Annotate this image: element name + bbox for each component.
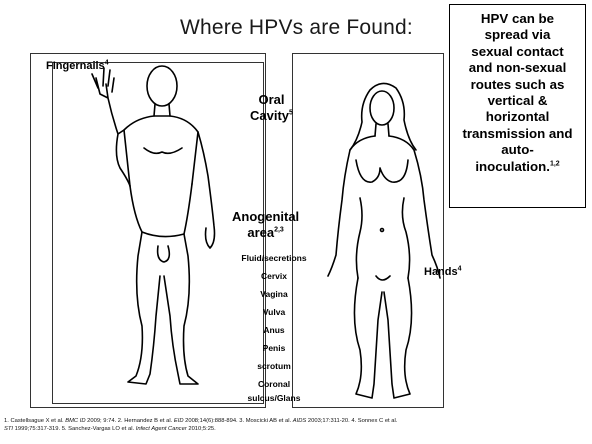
oral-citation: 5 <box>289 110 293 117</box>
site-item: Fluid/secretions <box>228 249 320 267</box>
callout-line: HPV can be <box>452 11 583 27</box>
site-item: scrotum <box>228 357 320 375</box>
ref-text: 2009; 9:74. 2. Hernandez B et al. <box>86 418 174 424</box>
callout-line: vertical & <box>452 93 583 109</box>
site-item: Penis <box>228 339 320 357</box>
ref-journal: Infect Agent Cancer <box>136 426 187 432</box>
oral-line2: Cavity <box>250 108 289 123</box>
ref-text: 1999;75:317-319. 5. Sanchez-Vargas LO et… <box>13 426 136 432</box>
site-item: sulcus/Glans <box>228 393 320 403</box>
callout-line: transmission and <box>452 126 583 142</box>
anogenital-label: Anogenital area2,3 <box>232 209 299 241</box>
references: 1. Castellsague X et al. BMC ID 2009; 9:… <box>4 418 588 433</box>
male-body-illustration <box>84 56 234 396</box>
site-item: Vagina <box>228 285 320 303</box>
fingernails-label: FIngernails4 <box>46 60 109 72</box>
fingernails-citation: 4 <box>105 59 109 66</box>
hpv-spread-callout: HPV can be spread via sexual contact and… <box>449 4 586 208</box>
site-item: Coronal <box>228 379 320 389</box>
slide-title: Where HPVs are Found: <box>180 16 413 40</box>
female-body-illustration <box>320 80 446 405</box>
anogenital-sites-list: Fluid/secretions Cervix Vagina Vulva Anu… <box>228 249 320 403</box>
ref-journal: EID <box>174 418 184 424</box>
ref-text: 2008;14(6):888-894. 3. Moscicki AB et al… <box>184 418 293 424</box>
callout-line: spread via <box>452 27 583 43</box>
site-item: Vulva <box>228 303 320 321</box>
callout-line: horizontal <box>452 109 583 125</box>
oral-cavity-label: Oral Cavity5 <box>250 92 293 124</box>
hands-label: Hands4 <box>424 266 462 278</box>
anogenital-citation: 2,3 <box>274 227 284 234</box>
callout-citation: 1,2 <box>550 160 560 167</box>
anogenital-line1: Anogenital <box>232 209 299 224</box>
ref-journal: BMC ID <box>65 418 85 424</box>
site-item: Anus <box>228 321 320 339</box>
ref-text: 2010;5:25. <box>187 426 216 432</box>
hands-citation: 4 <box>458 265 462 272</box>
callout-line-last: inoculation.1,2 <box>452 159 583 175</box>
fingernails-text: FIngernails <box>46 60 105 72</box>
callout-line: and non-sexual <box>452 60 583 76</box>
callout-line: auto- <box>452 142 583 158</box>
ref-journal: AIDS <box>293 418 307 424</box>
site-item: Cervix <box>228 267 320 285</box>
hands-text: Hands <box>424 266 458 278</box>
ref-text: 2003;17:311-20. 4. Sonnex C et al. <box>306 418 397 424</box>
ref-journal: STI <box>4 426 13 432</box>
callout-last-text: inoculation. <box>475 159 550 174</box>
callout-line: routes such as <box>452 77 583 93</box>
callout-line: sexual contact <box>452 44 583 60</box>
ref-text: 1. Castellsague X et al. <box>4 418 65 424</box>
oral-line1: Oral <box>258 92 284 107</box>
anogenital-line2: area <box>247 225 274 240</box>
